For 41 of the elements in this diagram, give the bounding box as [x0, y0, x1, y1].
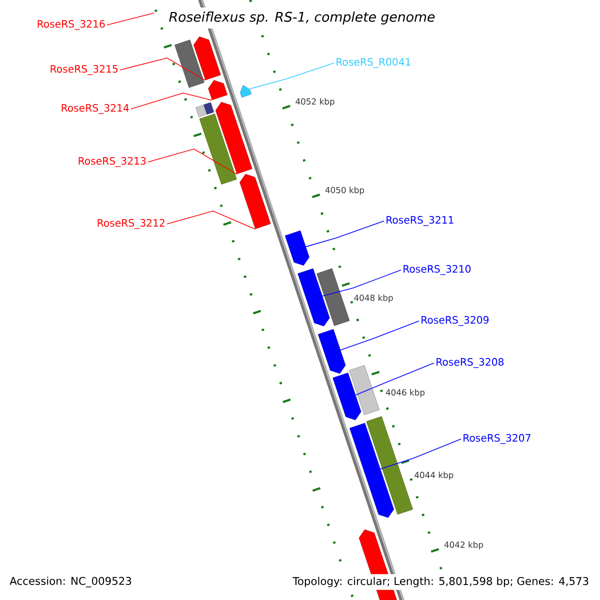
gene-label: RoseRS_3207 [464, 434, 530, 444]
gene-label: RoseRS_3213 [78, 157, 146, 167]
gene-label: RoseRS_3214 [62, 104, 129, 114]
gene-feature [240, 85, 252, 98]
gene-label: RoseRS_3215 [50, 65, 118, 75]
tick-label: 4042 kbp [444, 541, 484, 550]
gene-feature [208, 80, 228, 100]
gene-label: RoseRS_3209 [422, 316, 489, 326]
leader-line [106, 12, 154, 26]
leader-line [120, 58, 206, 81]
leader-line [355, 362, 434, 396]
gene-label: RoseRS_3216 [38, 20, 105, 30]
tick-label: 4048 kbp [354, 294, 393, 303]
gene-label: RoseRS_3212 [98, 219, 164, 229]
gene-feature [284, 230, 310, 266]
leader-line [130, 92, 212, 110]
leader-line [380, 438, 462, 470]
leader-line [322, 270, 402, 296]
gene-feature [349, 422, 394, 518]
accession-text: Accession: NC_009523 [10, 576, 132, 588]
leader-line [249, 62, 334, 90]
title: Roseiflexus sp. RS-1, complete genome [164, 8, 440, 28]
tick-label: 4052 kbp [296, 98, 334, 106]
leader-line [148, 148, 238, 175]
gene-label: RoseRS_R0041 [336, 58, 410, 68]
leader-line [166, 210, 256, 230]
gene-feature [215, 102, 252, 174]
gene-feature [240, 174, 271, 230]
gene-feature [332, 372, 362, 420]
gene-label: RoseRS_3210 [404, 265, 471, 275]
gene-feature [318, 329, 346, 374]
tick-label: 4050 kbp [325, 186, 364, 195]
leader-line [306, 220, 384, 248]
leader-line [340, 320, 420, 350]
gene-feature [298, 268, 330, 326]
gene-feature [194, 36, 221, 80]
genome-info-text: Topology: circular; Length: 5,801,598 bp; Genes: 4,573 [290, 574, 592, 590]
gene-label: RoseRS_3211 [386, 216, 454, 226]
tick-label: 4044 kbp [414, 472, 454, 480]
gene-label: RoseRS_3208 [436, 358, 504, 368]
tick-label: 4046 kbp [386, 389, 425, 398]
